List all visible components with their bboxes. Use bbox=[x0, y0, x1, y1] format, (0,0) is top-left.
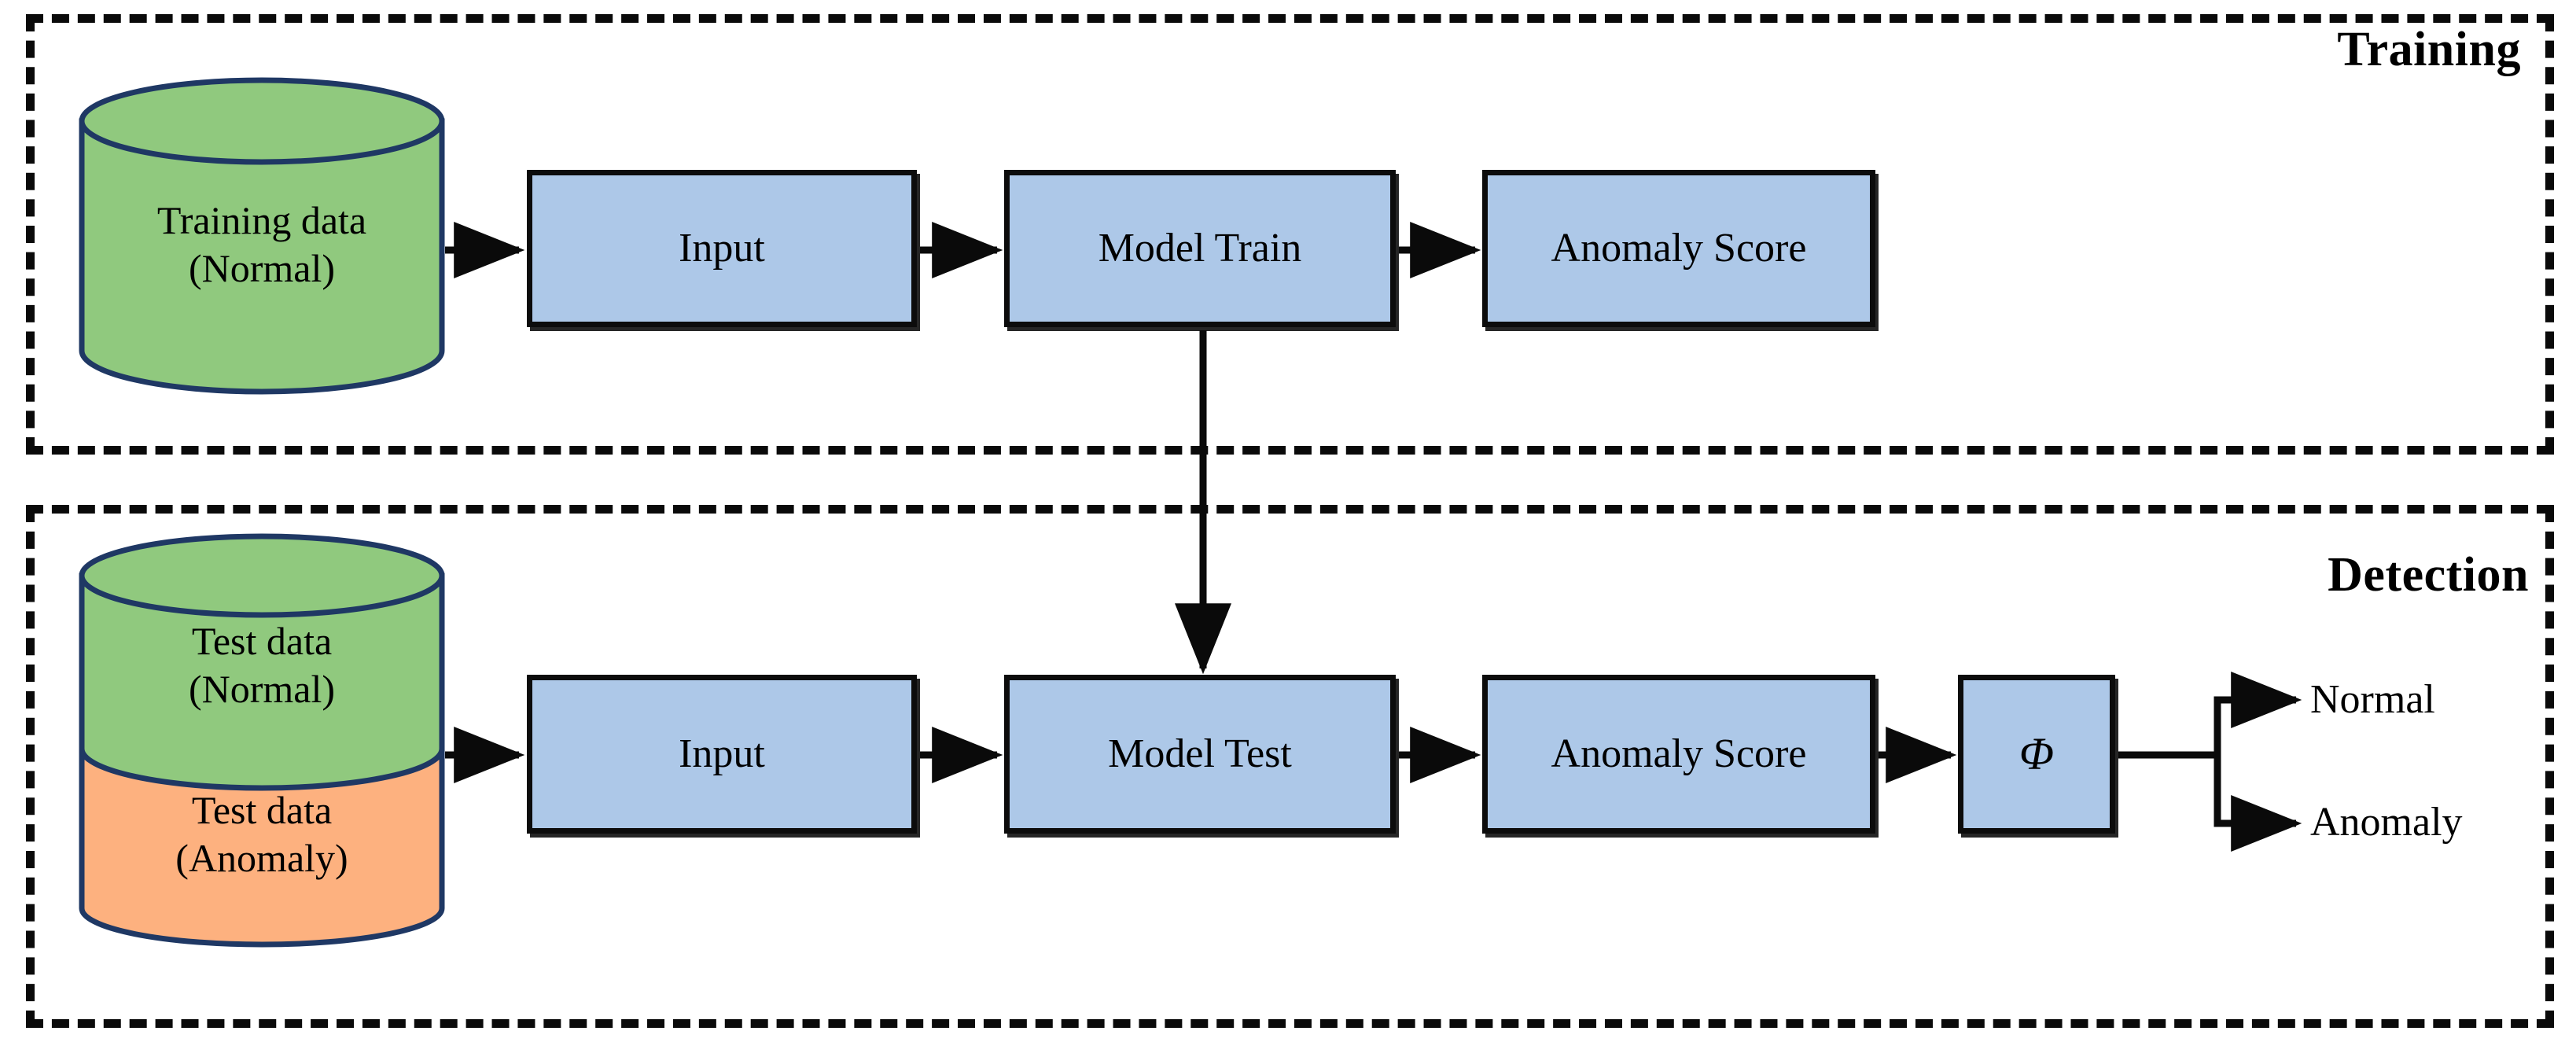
model-test-box[interactable]: Model Test bbox=[1004, 675, 1396, 834]
detection-anomaly-score-box[interactable]: Anomaly Score bbox=[1482, 675, 1875, 834]
test-data-anomaly-label: Test data (Anomaly) bbox=[175, 788, 348, 880]
output-normal-label: Normal bbox=[2310, 677, 2435, 722]
detection-section: Detection bbox=[26, 505, 2554, 1028]
training-data-label: Training data (Normal) bbox=[156, 198, 367, 290]
training-section-title: Training bbox=[2337, 23, 2521, 76]
test-data-normal-cylinder: Test data (Normal) bbox=[79, 533, 445, 794]
detection-section-border bbox=[26, 505, 2554, 1028]
output-anomaly-label: Anomaly bbox=[2310, 800, 2463, 845]
detection-section-title: Detection bbox=[2328, 548, 2529, 602]
detection-input-box[interactable]: Input bbox=[527, 675, 917, 834]
training-section: Training bbox=[26, 14, 2554, 455]
training-data-cylinder: Training data (Normal) bbox=[79, 77, 445, 395]
training-anomaly-score-box[interactable]: Anomaly Score bbox=[1482, 170, 1875, 327]
threshold-phi-box[interactable]: Φ bbox=[1958, 675, 2115, 834]
training-input-box[interactable]: Input bbox=[527, 170, 917, 327]
model-train-box[interactable]: Model Train bbox=[1004, 170, 1396, 327]
training-section-border bbox=[26, 14, 2554, 455]
test-data-normal-label: Test data (Normal) bbox=[188, 619, 336, 711]
